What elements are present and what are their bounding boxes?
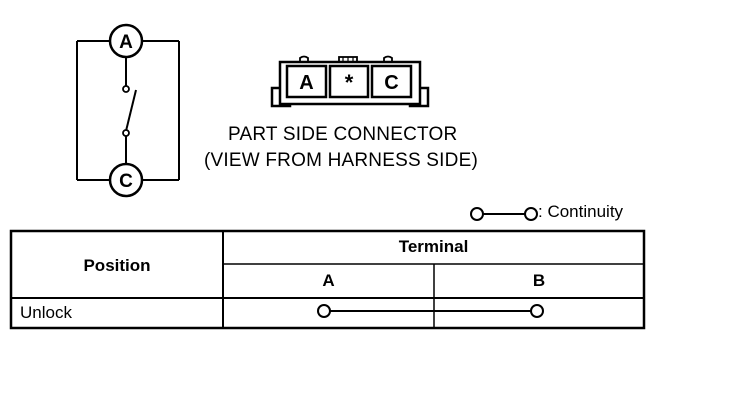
legend-circle-right — [524, 207, 538, 221]
column-header-b: B — [532, 271, 546, 290]
continuity-legend-label: : Continuity — [538, 202, 624, 221]
connector-tab-right — [383, 55, 393, 63]
legend-circle-left — [470, 207, 484, 221]
connector-pin-1: A — [299, 72, 313, 94]
column-header-a: A — [322, 271, 335, 290]
unlock-continuity-node-a — [317, 304, 331, 318]
connector-caption-line-2: (VIEW FROM HARNESS SIDE) — [204, 150, 478, 171]
connector-caption-line-1: PART SIDE CONNECTOR — [228, 124, 458, 145]
connector-pin-cell-3 — [370, 64, 413, 99]
terminal-c-label: C — [119, 171, 133, 192]
connector-base-right — [408, 86, 430, 108]
position-header: Position — [83, 256, 151, 275]
terminal-a-label: A — [119, 32, 133, 53]
terminal-c-circle — [108, 162, 144, 198]
connector-pin-2: * — [345, 70, 354, 95]
terminal-header: Terminal — [398, 237, 469, 256]
row-position-unlock: Unlock — [20, 303, 72, 322]
connector-pin-3: C — [384, 72, 398, 94]
connector-tab-left — [299, 55, 309, 63]
switch-schematic: A C — [76, 23, 180, 198]
connector-base-left — [270, 86, 292, 108]
continuity-legend-symbol — [470, 207, 538, 221]
terminal-a-circle — [108, 23, 144, 59]
unlock-continuity-node-b — [530, 304, 544, 318]
connector-pin-cell-1 — [285, 64, 328, 99]
switch-contact-top — [122, 85, 130, 93]
table-border — [9, 229, 646, 330]
connector-pin-cell-2 — [328, 64, 370, 99]
connector-drawing: A * C — [270, 55, 430, 108]
switch-blade — [125, 89, 137, 132]
